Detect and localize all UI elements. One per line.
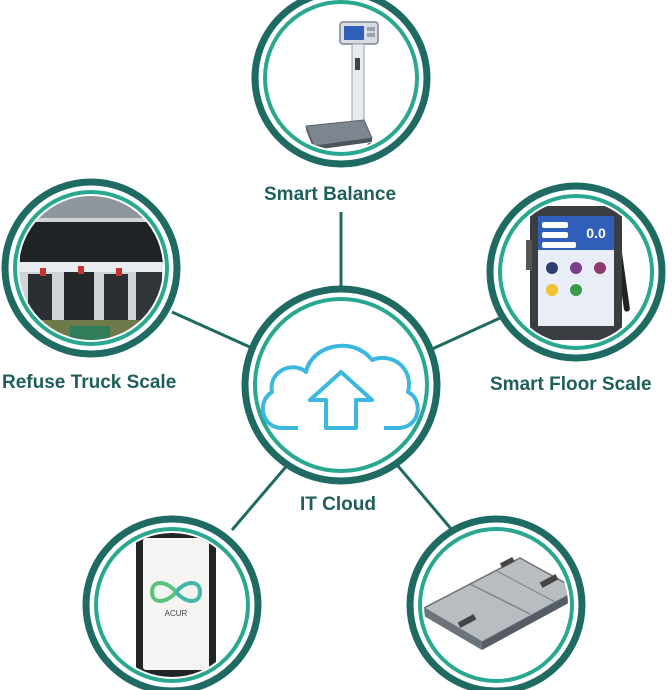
label-smart-floor-scale: Smart Floor Scale [490,374,652,395]
connector-lines [171,212,501,531]
label-smart-balance: Smart Balance [264,184,397,205]
tablet-terminal-icon: 0.0 [504,200,648,344]
balance-scale-icon [269,6,413,150]
tablet-reading: 0.0 [586,225,606,241]
phone-brand-text: ACUR [165,609,188,618]
node-refuse-truck-scale [1,178,181,358]
cloud-upload-icon [261,343,420,430]
infinity-logo-icon [149,581,203,603]
center-node [241,285,441,485]
label-it-cloud: IT Cloud [300,494,376,515]
platform-scale-icon [424,533,568,677]
node-platform-scale [406,515,586,690]
truck-scale-icon [19,196,163,340]
node-handheld-terminal: ACUR [82,515,262,690]
node-smart-floor-scale: 0.0 [486,182,666,362]
node-smart-balance [251,0,431,168]
label-refuse-truck-scale: Refuse Truck Scale [2,372,177,393]
connector-platform [396,465,454,531]
connector-phone [230,461,292,531]
connector-truck [171,310,253,350]
smartphone-icon: ACUR [100,533,244,677]
connector-floor [429,316,501,352]
